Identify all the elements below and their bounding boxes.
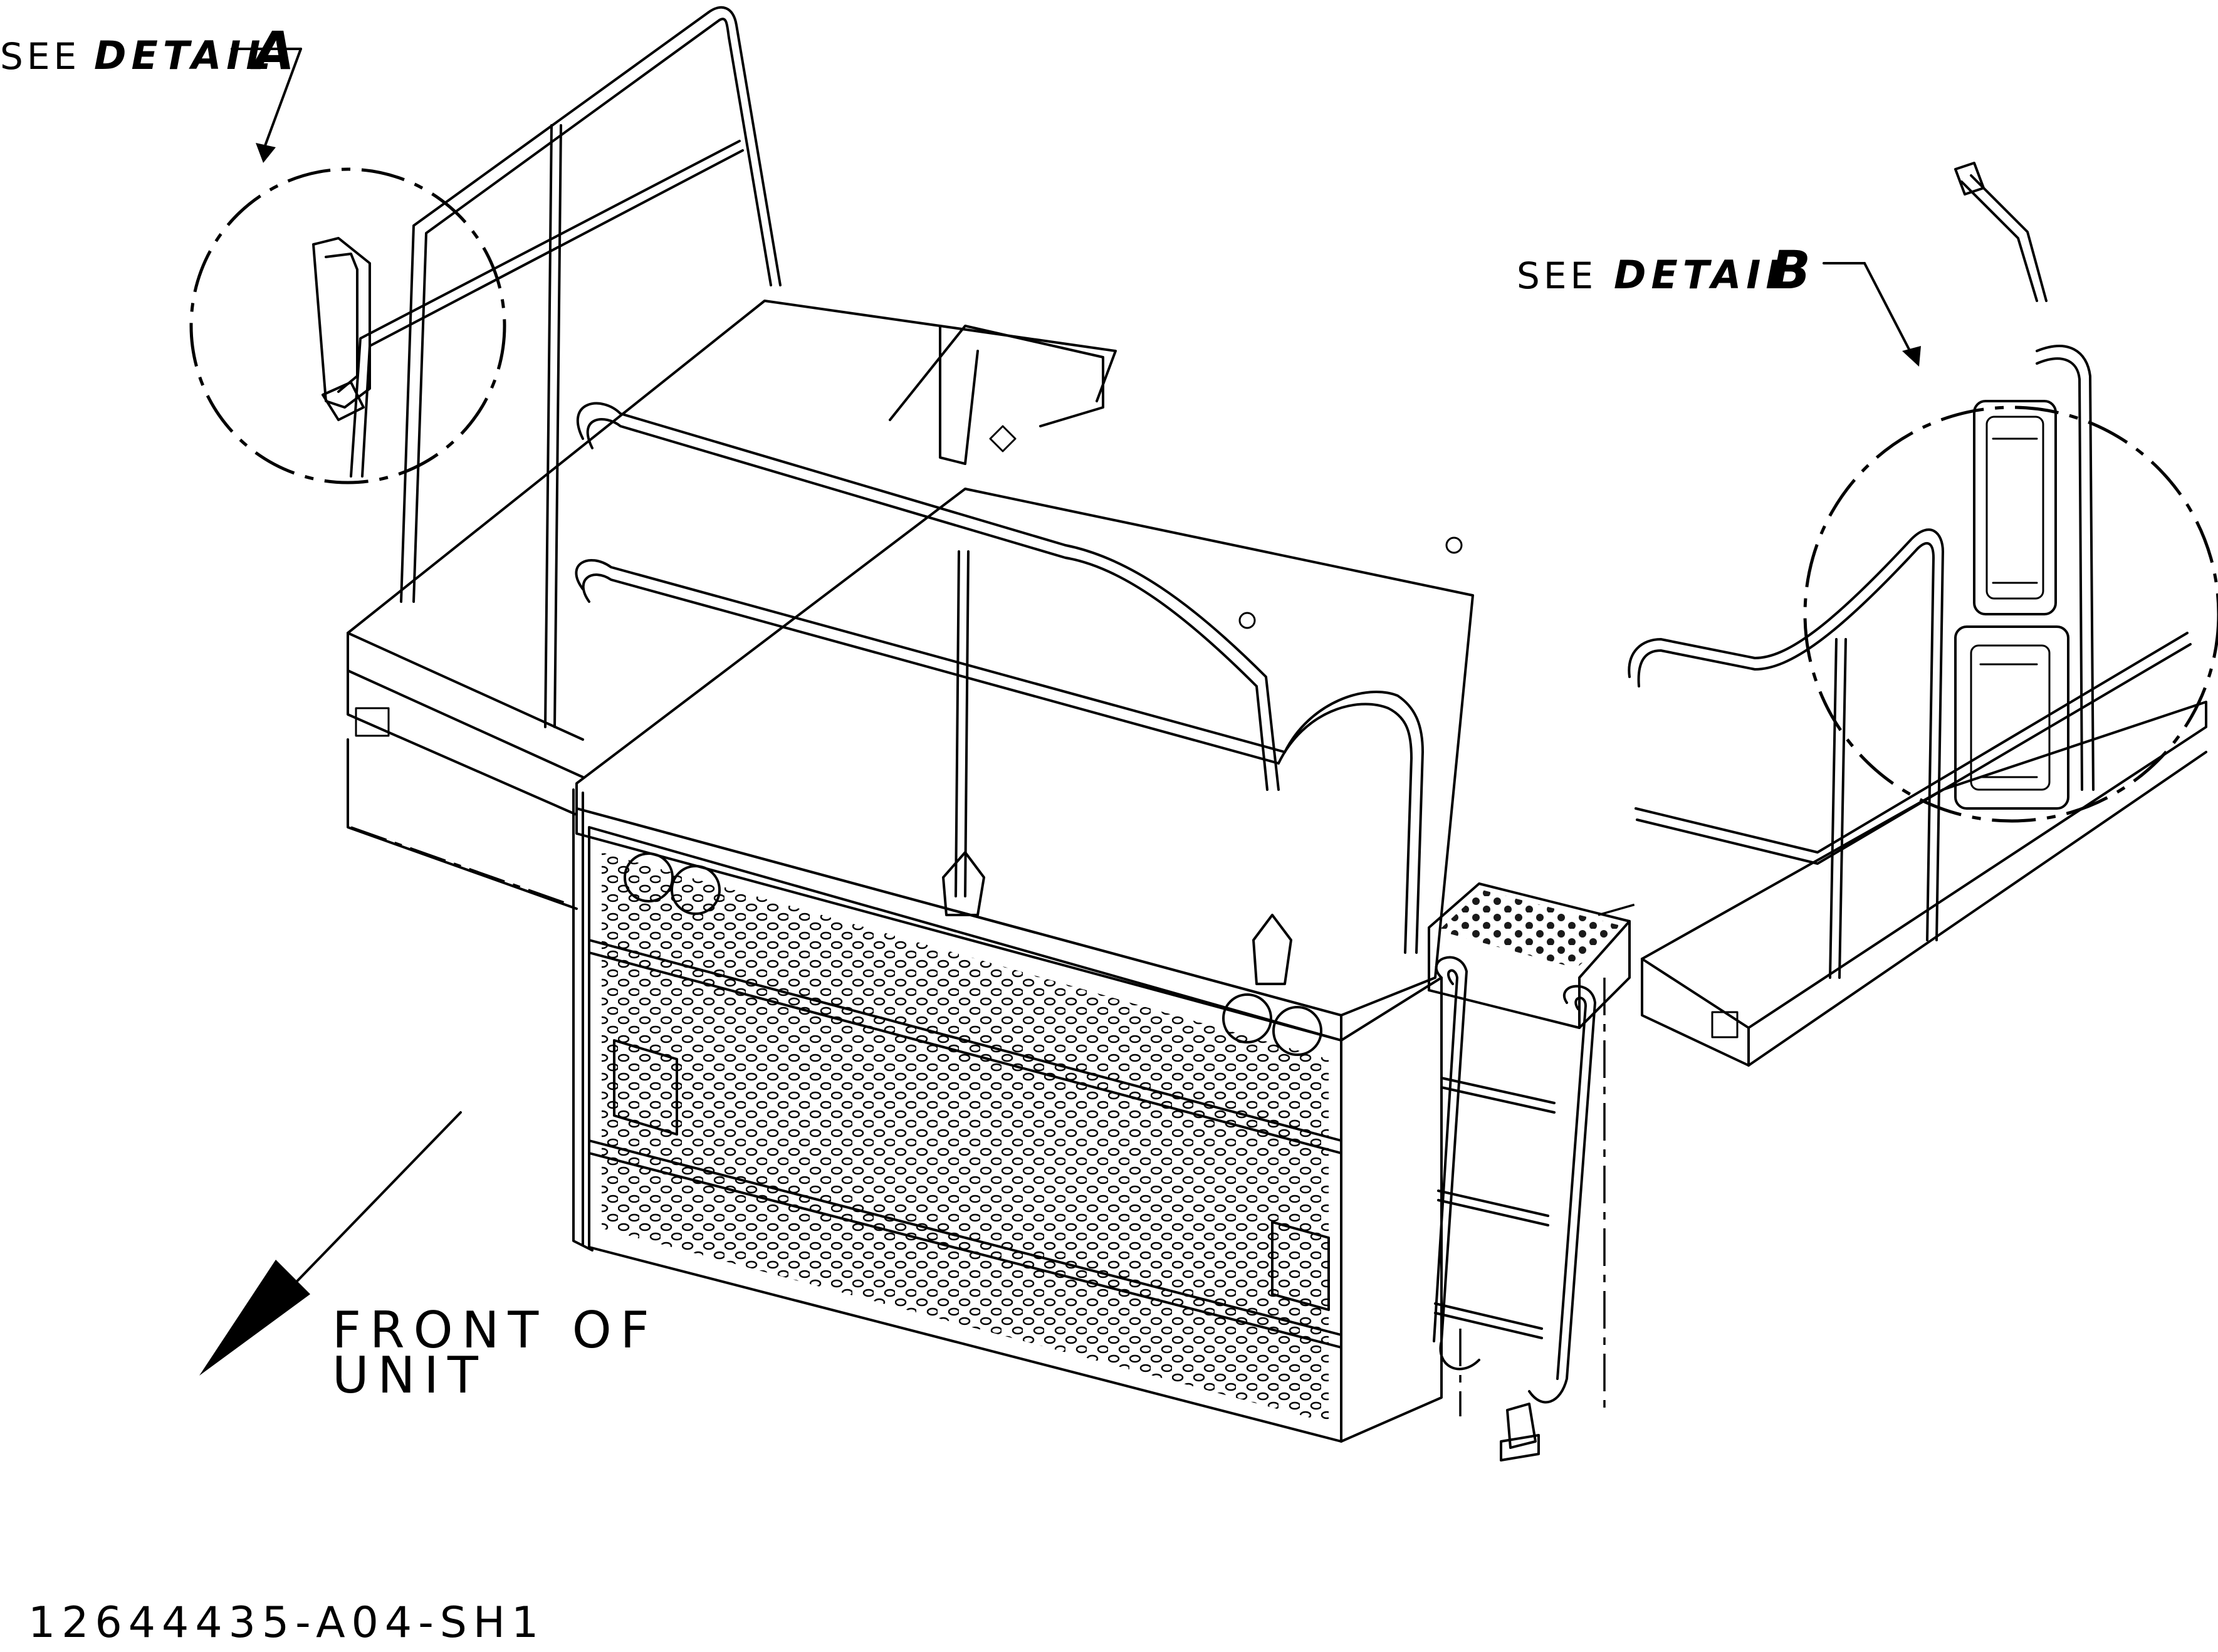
detail-b-letter: B (1771, 239, 1811, 301)
detail-b-callout (1803, 262, 2218, 823)
front-of-unit-label-line2: UNIT (332, 1346, 487, 1404)
detail-b-circle (1803, 405, 2218, 823)
detail-a-circle (189, 167, 506, 484)
detail-a-callout (189, 48, 506, 484)
perforated-enclosure (350, 788, 1443, 1443)
detail-b-detail-label: DETAIL (1614, 252, 1796, 298)
front-of-unit-label-line1: FRONT OF (332, 1301, 658, 1359)
detail-a-letter: A (250, 20, 295, 81)
step-ladder (1428, 882, 1631, 1461)
front-direction-arrow (199, 1111, 462, 1376)
detail-a-detail-label: DETAIL (94, 33, 276, 78)
detail-a-see-label: SEE (0, 35, 80, 78)
right-platform (1598, 162, 2207, 1067)
detail-b-see-label: SEE (1517, 254, 1597, 297)
drawing-number: 12644435-A04-SH1 (28, 1598, 545, 1648)
center-deck (575, 325, 1474, 1042)
